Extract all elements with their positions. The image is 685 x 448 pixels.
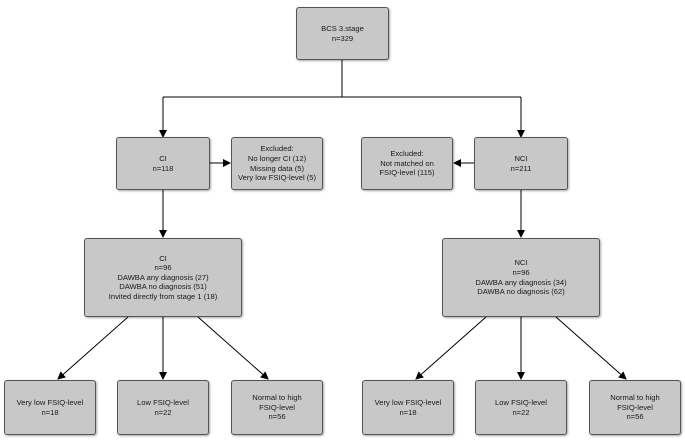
ci-excluded-node: Excluded:No longer CI (12)Missing data (… (231, 137, 323, 190)
node-text-line: Invited directly from stage 1 (18) (108, 291, 218, 301)
node-text-line: n=118 (152, 163, 174, 173)
node-text-line: n=211 (510, 163, 532, 173)
node-text-line: Low FSIQ-level (137, 397, 189, 407)
node-text-line: CI (159, 153, 167, 163)
node-text-line: Very low FSIQ-level (5) (237, 173, 317, 183)
arrow-nci-detail-to-very-low (415, 316, 487, 380)
node-text-line: FSIQ-level (617, 402, 653, 412)
node-text-line: DAWBA any diagnosis (34) (475, 277, 567, 287)
node-text-line: CI (159, 253, 167, 263)
node-text-line: BCS 3.stage (321, 23, 364, 33)
node-text-line: DAWBA no diagnosis (62) (477, 287, 565, 297)
node-text-line: Normal to high (610, 393, 660, 403)
node-text-line: No longer CI (12) (247, 153, 307, 163)
node-text-line: n=96 (512, 267, 530, 277)
node-text-line: FSIQ-level (115) (379, 168, 435, 178)
node-text-line: Very low FSIQ-level (374, 397, 442, 407)
node-text-line: n=22 (512, 407, 530, 417)
node-text-line: n=96 (154, 263, 172, 273)
node-text-line: NCI (514, 153, 528, 163)
node-text-line: Normal to high (252, 393, 302, 403)
node-text-line: n=56 (626, 412, 644, 422)
node-text-line: n=22 (154, 407, 172, 417)
node-text-line: n=56 (268, 412, 286, 422)
node-text-line: Excluded: (260, 144, 294, 154)
node-text-line: NCI (514, 258, 528, 268)
node-text-line: DAWBA no diagnosis (51) (119, 282, 207, 292)
node-text-line: DAWBA any diagnosis (27) (117, 272, 209, 282)
node-text-line: n=18 (399, 407, 417, 417)
arrow-ci-detail-to-very-low (57, 316, 129, 380)
arrow-ci-detail-to-normal (197, 316, 269, 380)
node-text-line: n=18 (41, 407, 59, 417)
node-text-line: Very low FSIQ-level (16, 397, 84, 407)
node-text-line: Excluded: (390, 149, 424, 159)
arrow-nci-detail-to-normal (555, 316, 627, 380)
node-text-line: Low FSIQ-level (495, 397, 547, 407)
node-text-line: FSIQ-level (259, 402, 295, 412)
node-text-line: Not matched on (380, 158, 434, 168)
node-text-line: Missing data (5) (249, 163, 305, 173)
node-text-line: n=329 (331, 33, 354, 43)
